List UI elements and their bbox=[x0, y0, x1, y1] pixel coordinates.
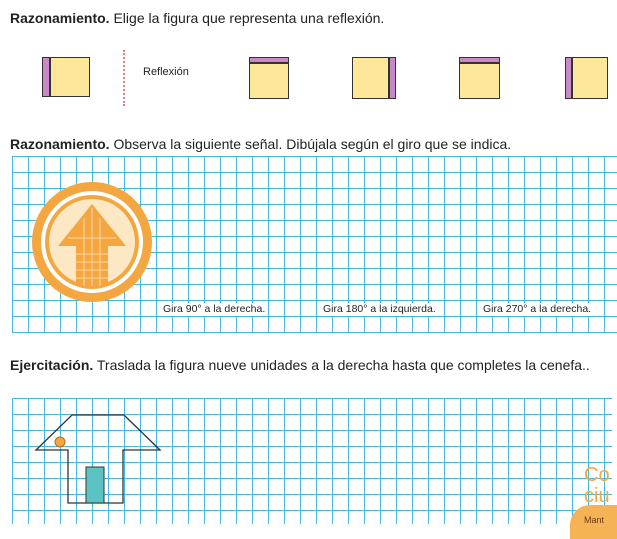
house-figure-icon bbox=[34, 414, 162, 504]
divider-line bbox=[123, 50, 125, 106]
corner-badge: Mant bbox=[570, 505, 617, 539]
question-2-text: Observa la siguiente señal. Dibújala seg… bbox=[109, 136, 512, 152]
rotation-label-180: Gira 180° a la izquierda. bbox=[322, 303, 437, 316]
rotation-label-90: Gira 90° a la derecha. bbox=[162, 303, 267, 316]
question-1-text: Elige la figura que representa una refle… bbox=[109, 10, 385, 26]
question-3-label: Ejercitación. bbox=[10, 357, 94, 373]
question-1-label: Razonamiento. bbox=[10, 10, 110, 26]
question-3: Ejercitación. Traslada la figura nueve u… bbox=[10, 357, 610, 374]
question-2: Razonamiento. Observa la siguiente señal… bbox=[10, 136, 511, 153]
rotation-label-270: Gira 270° a la derecha. bbox=[482, 303, 593, 316]
corner-text-1: Co bbox=[584, 464, 610, 486]
arrow-sign-icon bbox=[32, 182, 152, 302]
reflection-label: Reflexión bbox=[143, 66, 189, 78]
question-3-text: Traslada la figura nueve unidades a la d… bbox=[93, 357, 590, 373]
question-2-label: Razonamiento. bbox=[10, 136, 110, 152]
question-1: Razonamiento. Elige la figura que repres… bbox=[10, 10, 384, 27]
corner-text-2: ciu bbox=[584, 485, 610, 507]
